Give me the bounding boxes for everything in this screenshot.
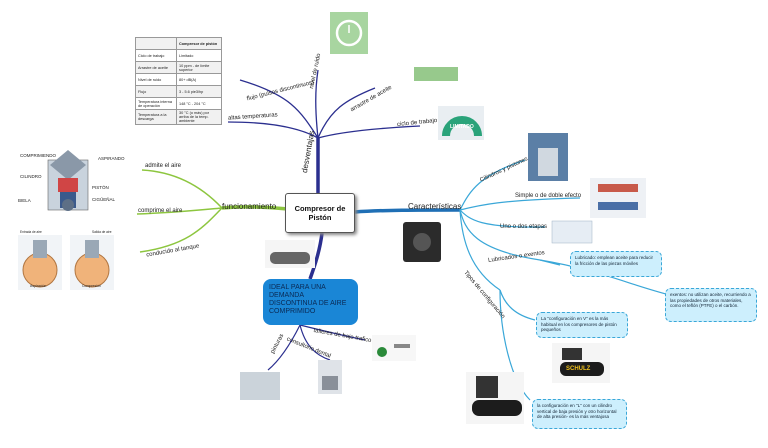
table-row: Temperatura a la descarga 30 °C (o más) … [135, 109, 222, 125]
compressor-head-photo [403, 222, 441, 262]
ideal-demand-box[interactable]: IDEAL PARA UNA DEMANDA DISCONTINUA DE AI… [263, 279, 358, 325]
table-cell: Ciclo de trabajo [135, 49, 177, 62]
branch-funcionamiento[interactable]: funcionamiento [222, 202, 277, 211]
table-row: Arrastre de aceite 10 ppm - de límite su… [135, 61, 222, 74]
label-aspiracion: Aspiración [30, 284, 47, 288]
table-cell: 30 °C (o más) por arriba de la temp. amb… [176, 109, 222, 125]
tools-photo [372, 335, 416, 361]
label-biela: BIELA [18, 198, 31, 203]
cycle-diagram-left [18, 235, 62, 290]
table-header-cell [135, 37, 177, 50]
table-cell: Nivel de ruido [135, 73, 177, 86]
spec-table: Compresor de pistón Ciclo de trabajo Lim… [135, 37, 222, 125]
funcionamiento-branch-lines [136, 169, 289, 253]
note-lubricado: Lubricado: emplean aceite para reducir l… [570, 251, 662, 277]
upper-compressor-photo [466, 372, 524, 424]
branch-caracteristicas[interactable]: Características [408, 202, 462, 211]
label-limitado: LIMITADO [450, 124, 474, 130]
table-cell: Temperatura interna de operación [135, 97, 177, 110]
item-etapas[interactable]: Uno o dos etapas [500, 224, 548, 230]
label-compresion: Compresión [82, 284, 101, 288]
label-ciguenal: CIGÜEÑAL [92, 197, 116, 202]
table-cell: Flujo [135, 85, 177, 98]
table-cell: 80+ dB(A) [176, 73, 222, 86]
table-row: Nivel de ruido 80+ dB(A) [135, 73, 222, 86]
label-cilindro: CILINDRO [20, 174, 42, 179]
note-config-l: la configuración en "L" con un cilindro … [532, 399, 627, 429]
tank-compressor-photo [265, 240, 315, 268]
table-row: Flujo 3 - 5.6 pie3/hp [135, 85, 222, 98]
label-piston: PISTÓN [92, 185, 109, 190]
table-cell: 148 °C - 204 °C [176, 97, 222, 110]
label-salida: Salida de aire [92, 230, 112, 234]
label-entrada: Entrada de aire [20, 230, 42, 234]
oil-icon [414, 67, 458, 81]
label-aspirando: ASPIRANDO [98, 156, 125, 161]
table-cell: Limitado [176, 49, 222, 62]
caracteristicas-sublines [459, 159, 671, 401]
item-admite-aire[interactable]: admite el aire [145, 163, 182, 169]
stages-diagram [551, 220, 593, 244]
note-config-v: La "configuración en V" es la más habitu… [536, 312, 628, 338]
item-simple-doble[interactable]: Simple o de doble efecto [515, 193, 582, 199]
label-schulz: SCHULZ [566, 366, 591, 372]
painting-photo [240, 372, 280, 400]
effect-diagram [590, 178, 646, 218]
ideal-branch-lines [267, 232, 366, 371]
note-exentos: exentos: no utilizan aceite, recurriendo… [665, 288, 757, 322]
table-cell: Temperatura a la descarga [135, 109, 177, 125]
central-topic[interactable]: Compresor de Pistón [285, 193, 355, 233]
table-cell: 10 ppm - de límite superior [176, 61, 222, 74]
table-cell: 3 - 5.6 pie3/hp [176, 85, 222, 98]
cycle-diagram-right [70, 235, 114, 290]
dental-compressor-photo [318, 360, 342, 394]
piston-diagram [47, 150, 89, 211]
caracteristicas-branch-lines [354, 208, 461, 214]
table-row: Compresor de pistón [135, 37, 222, 50]
table-cell: Arrastre de aceite [135, 61, 177, 74]
limitado-gauge [438, 106, 484, 140]
duty-cycle-icon [330, 12, 368, 54]
table-row: Temperatura interna de operación 148 °C … [135, 97, 222, 110]
cylinders-photo [528, 133, 568, 181]
table-header-cell: Compresor de pistón [176, 37, 222, 50]
item-comprime-aire[interactable]: comprime el aire [138, 208, 183, 214]
label-comprimiendo: COMPRIMIENDO [20, 153, 56, 158]
schulz-compressor-photo [552, 343, 610, 383]
table-row: Ciclo de trabajo Limitado [135, 49, 222, 62]
desventajas-branch-lines [227, 69, 421, 193]
